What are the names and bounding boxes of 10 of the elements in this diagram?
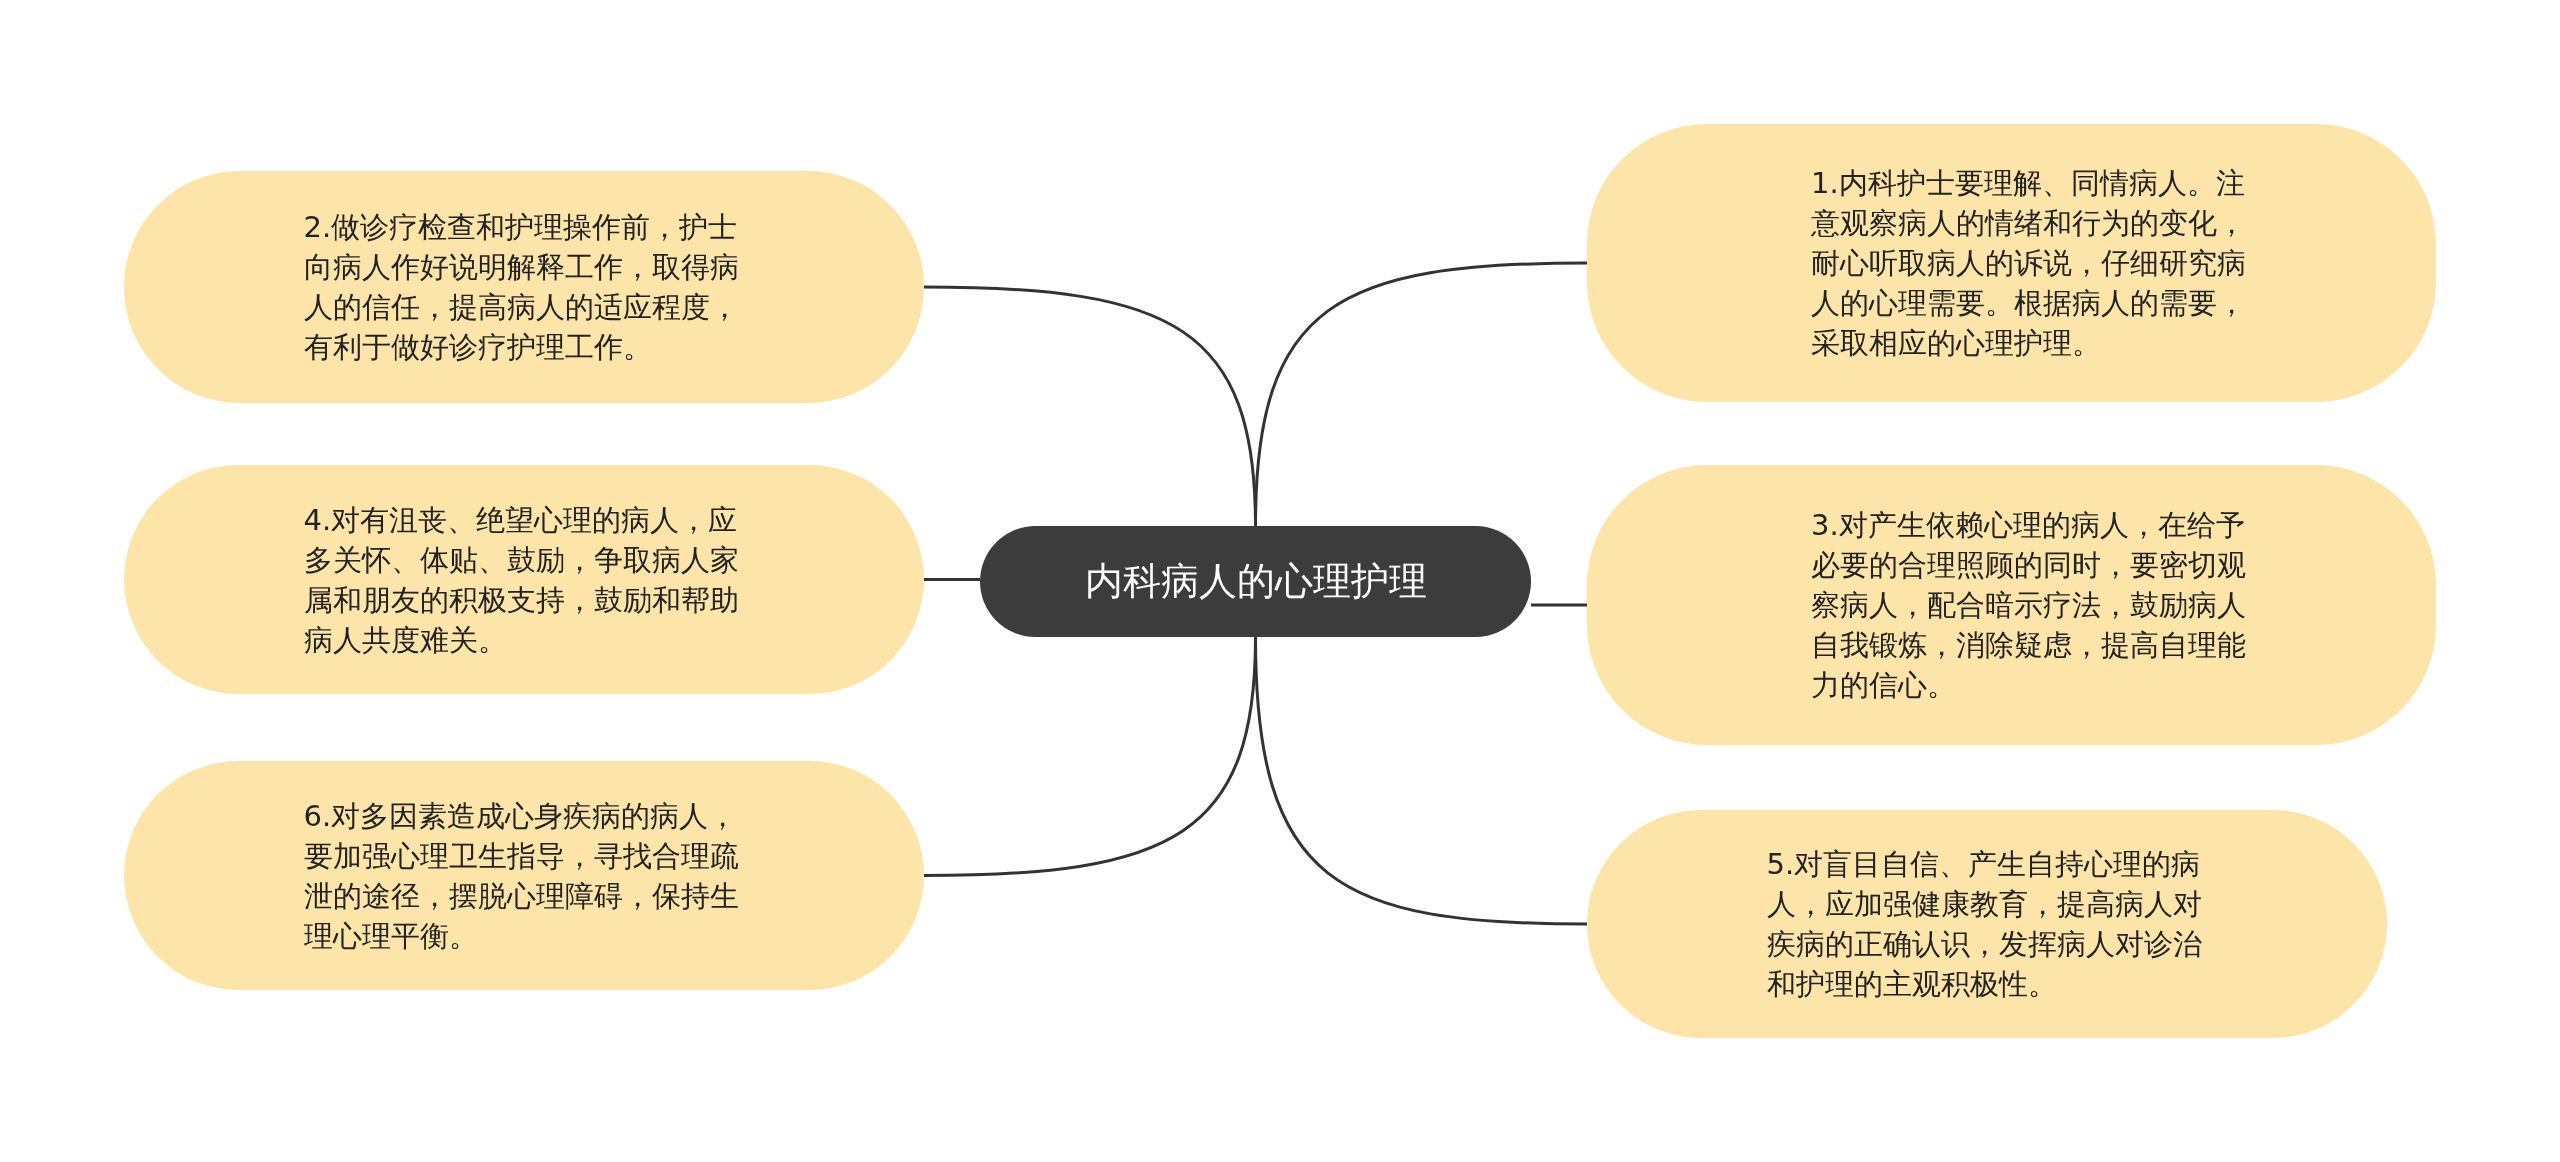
topic-text: 1.内科护士要理解、同情病人。注意观察病人的情绪和行为的变化，耐心听取病人的诉说，仔细研究病人的心理需要。根据病人的需要，采取相应的心理护理。 bbox=[1811, 165, 2248, 362]
connector-line bbox=[1531, 603, 1587, 607]
topic-text: 6.对多因素造成心身疾病的病人，要加强心理卫生指导，寻找合理疏泄的途径，摆脱心理障碍，保持生理心理平衡。 bbox=[303, 797, 740, 955]
topic-text: 2.做诊疗检查和护理操作前，护士向病人作好说明解释工作，取得病人的信任，提高病人的适应程度，有利于做好诊疗护理工作。 bbox=[303, 209, 740, 366]
connector-line bbox=[924, 578, 980, 581]
topic-text: 4.对有沮丧、绝望心理的病人，应多关怀、体贴、鼓励，争取病人家属和朋友的积极支持，鼓励和帮助病人共度难关。 bbox=[303, 501, 740, 659]
topic-title: 内科病人的心理护理 bbox=[1084, 558, 1427, 605]
topic-text: 5.对盲目自信、产生自持心理的病人，应加强健康教育，提高病人对疾病的正确认识，发挥病人对诊治和护理的主观积极性。 bbox=[1766, 846, 2203, 1003]
connector-line bbox=[923, 636, 1257, 877]
topic-text: 3.对产生依赖心理的病人，在给予必要的合理照顾的同时，要密切观察病人，配合暗示疗法，鼓励病人自我锻炼，消除疑虑，提高自理能力的信心。 bbox=[1811, 507, 2248, 704]
